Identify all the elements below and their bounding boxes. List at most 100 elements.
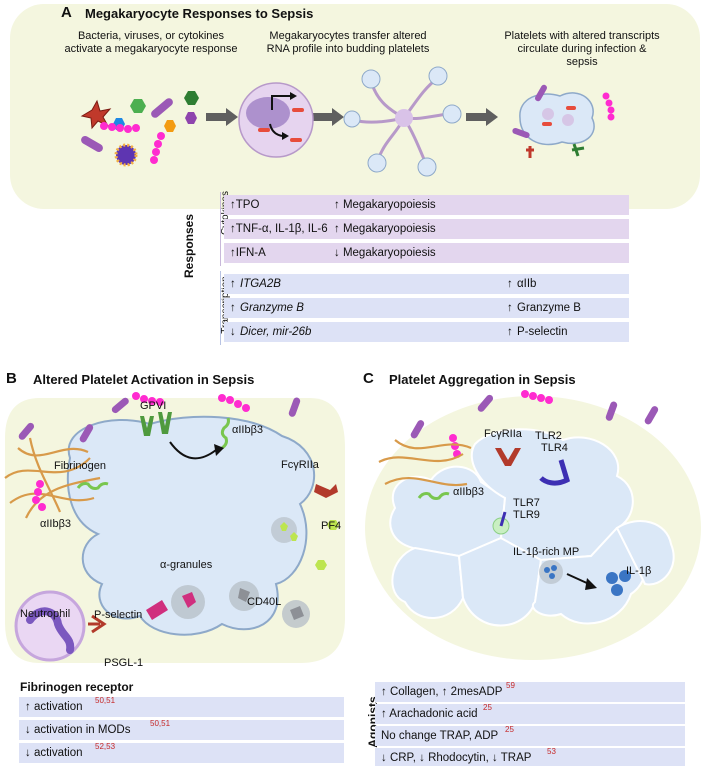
- megakaryocyte: [238, 82, 314, 158]
- bacterium-icon: [18, 397, 301, 443]
- platelet-aggregate: [389, 428, 675, 627]
- platelet-bud-icon: [343, 110, 361, 128]
- reference: 52,53: [95, 742, 116, 751]
- label-alpha-granules: α-granules: [160, 559, 213, 571]
- platelet-bud-icon: [428, 66, 448, 86]
- reference: 25: [505, 725, 514, 734]
- label-pf4: PF4: [321, 520, 342, 532]
- protein-name: P-selectin: [517, 326, 568, 338]
- bacterium-icon: [151, 98, 173, 118]
- cytokine-left: ↑TPO: [230, 199, 260, 211]
- panel-b-illustration: [4, 392, 345, 663]
- psgl-1-molecule: [88, 614, 107, 634]
- bacterium-icon: [81, 136, 103, 152]
- hexagon-pathogen-icon: [185, 112, 197, 124]
- label-neutrophil: Neutrophil: [20, 608, 71, 620]
- row-arrow: ↑: [230, 302, 236, 314]
- pathogens: [80, 91, 199, 167]
- panel-a-title: Megakaryocyte Responses to Sepsis: [85, 6, 314, 21]
- transcription-row: ↑ ITGA2B ↑ αIIb: [224, 274, 629, 294]
- reference: 25: [483, 703, 492, 712]
- panel-c-illustration: [365, 390, 701, 660]
- arrow-icon: [313, 108, 344, 126]
- cytokine-right: ↑ Megakaryopoiesis: [334, 223, 436, 235]
- label-c-fcgriia: FcγRIIa: [484, 428, 522, 440]
- label-gpvi: GPVI: [140, 400, 167, 412]
- label-psgl-1: PSGL-1: [104, 657, 144, 669]
- label-c-aiib: αIIbβ3: [453, 486, 485, 498]
- process-arrows: [206, 108, 498, 126]
- label-aiib-left: αIIbβ3: [40, 518, 72, 530]
- activated-platelet: [66, 415, 315, 636]
- fibrinogen-receptor-title: Fibrinogen receptor: [20, 680, 134, 694]
- alpha-granules: [171, 517, 310, 628]
- platelet-bud-icon: [442, 104, 462, 124]
- reference: 53: [547, 747, 556, 756]
- activation-arrow: [169, 441, 217, 460]
- panel-c-title: Platelet Aggregation in Sepsis: [389, 372, 576, 387]
- streptococcus-chain-icon: [100, 122, 165, 164]
- label-aiib-top: αIIbβ3: [232, 424, 264, 436]
- row-text: ↑ Arachadonic acid: [381, 708, 478, 720]
- label-tlr7: TLR7: [513, 497, 540, 509]
- microparticle: [539, 560, 563, 584]
- hexagon-pathogen-icon: [164, 120, 176, 132]
- cytokine-row: ↑IFN-A ↓ Megakaryopoiesis: [224, 243, 629, 263]
- cytokine-right: ↑ Megakaryopoiesis: [334, 199, 436, 211]
- panel-b-title: Altered Platelet Activation in Sepsis: [33, 372, 255, 387]
- row-text: ↑ activation: [25, 701, 83, 713]
- label-il-1b: IL-1β: [626, 565, 652, 577]
- transcription-bracket: [220, 271, 221, 345]
- label-fibrinogen: Fibrinogen: [54, 460, 106, 472]
- reference: 50,51: [95, 696, 116, 705]
- caption-activation: Bacteria, viruses, or cytokines activate…: [64, 30, 238, 55]
- fcgriia-receptor: [495, 448, 521, 466]
- reference: 59: [506, 681, 515, 690]
- caption-transfer: Megakaryocytes transfer altered RNA prof…: [266, 30, 430, 55]
- proplatelet: [353, 76, 449, 165]
- row-arrow: ↑: [507, 278, 513, 290]
- cytokines-bracket: [220, 192, 221, 266]
- platelet-bud-icon: [417, 157, 437, 177]
- tlr-receptor: [539, 459, 570, 486]
- caption-circulate: Platelets with altered transcripts circu…: [504, 30, 660, 68]
- transcript-name: ITGA2B: [240, 278, 281, 290]
- row-text: ↓ activation: [25, 747, 83, 759]
- protein-name: αIIb: [517, 278, 537, 290]
- integrin-receptor: [417, 492, 450, 500]
- integrin-receptors: [76, 417, 230, 490]
- release-arrow: [566, 573, 590, 585]
- panel-a-illustration: [80, 66, 615, 177]
- protein-name: Granzyme B: [517, 302, 581, 314]
- row-text: No change TRAP, ADP: [381, 730, 499, 742]
- fibrinogen-row: ↑ activation 50,51: [19, 696, 344, 717]
- transcript-name: Granzyme B: [240, 302, 304, 314]
- arrow-icon: [206, 108, 238, 126]
- circulating-platelet: [512, 84, 615, 158]
- responses-label: Responses: [182, 213, 196, 279]
- transcription-row: ↑ Granzyme B ↑ Granzyme B: [224, 298, 629, 318]
- platelet-bud-icon: [361, 69, 381, 89]
- hexagon-pathogen-icon: [130, 99, 146, 113]
- row-arrow: ↑: [507, 326, 513, 338]
- agonist-row: ↓ CRP, ↓ Rhodocytin, ↓ TRAP 53: [375, 747, 685, 766]
- reference: 50,51: [150, 719, 171, 728]
- row-arrow: ↑: [230, 278, 236, 290]
- platelet-bud-icon: [367, 153, 387, 173]
- row-text: ↑ Collagen, ↑ 2mesADP: [381, 686, 503, 698]
- row-arrow: ↑: [507, 302, 513, 314]
- hexagon-pathogen-icon: [184, 91, 199, 105]
- cytokine-left: ↑IFN-A: [230, 247, 266, 259]
- budding-platelets: [343, 66, 462, 177]
- pf4-molecules: [315, 520, 339, 570]
- label-tlr2: TLR2: [535, 430, 562, 442]
- arrow-icon: [466, 108, 498, 126]
- transcript-name: Dicer, mir-26b: [240, 326, 312, 338]
- panel-c-letter: C: [363, 370, 374, 387]
- row-text: ↓ CRP, ↓ Rhodocytin, ↓ TRAP: [381, 752, 532, 764]
- fcgriia-receptor: [314, 484, 338, 498]
- label-tlr4: TLR4: [541, 442, 568, 454]
- cytokine-row: ↑TNF-α, IL-1β, IL-6 ↑ Megakaryopoiesis: [224, 219, 629, 239]
- panel-a-letter: A: [61, 4, 72, 21]
